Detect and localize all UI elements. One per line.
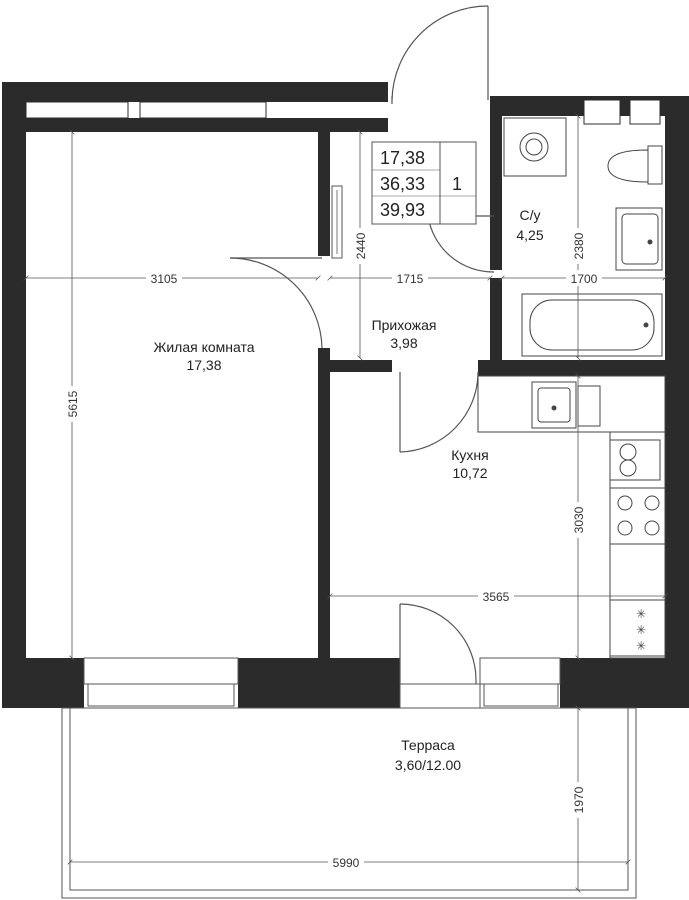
dim-living-height: 5615 <box>66 390 80 417</box>
dim-hall-height: 2440 <box>354 232 368 259</box>
living-room-name: Жилая комната <box>153 339 254 355</box>
dim-hall-width: 1715 <box>397 272 424 286</box>
dimension-labels: 3105 1715 1700 5615 2440 2380 3565 3030 … <box>64 228 602 870</box>
dim-kitchen-height: 3030 <box>572 506 586 533</box>
terrace-area: 3,60/12.00 <box>395 757 461 773</box>
kitchen-name: Кухня <box>451 447 488 463</box>
dim-living-width: 3105 <box>151 272 178 286</box>
bathroom-area: 4,25 <box>516 227 543 243</box>
svg-text:✳: ✳ <box>636 623 646 637</box>
kitchen-fixtures: ✳ ✳ ✳ <box>477 375 666 659</box>
walls <box>2 82 689 708</box>
living-room-area: 17,38 <box>186 357 221 373</box>
summary-rooms-count: 1 <box>452 174 462 194</box>
room-labels: Жилая комната 17,38 Прихожая 3,98 С/у 4,… <box>153 207 543 773</box>
bathroom-name: С/у <box>520 207 541 223</box>
doors <box>229 5 495 684</box>
hall-area: 3,98 <box>390 335 417 351</box>
dim-bath-height: 2380 <box>572 232 586 259</box>
summary-total-with-terrace: 39,93 <box>380 200 425 220</box>
dim-terrace-width: 5990 <box>333 856 360 870</box>
area-summary-box: 17,38 36,33 39,93 1 <box>371 141 477 225</box>
summary-living-area: 17,38 <box>380 148 425 168</box>
dim-bath-width: 1700 <box>571 272 598 286</box>
dimension-lines <box>23 113 668 893</box>
bathroom-fixtures <box>503 117 663 357</box>
summary-total-area: 36,33 <box>380 174 425 194</box>
windows <box>25 99 661 709</box>
kitchen-area: 10,72 <box>452 465 487 481</box>
hall-name: Прихожая <box>372 317 437 333</box>
terrace <box>61 707 637 899</box>
dim-kitchen-width: 3565 <box>483 590 510 604</box>
dim-terrace-depth: 1970 <box>572 786 586 813</box>
terrace-name: Терраса <box>401 737 455 753</box>
svg-text:✳: ✳ <box>636 607 646 621</box>
svg-text:✳: ✳ <box>636 639 646 653</box>
